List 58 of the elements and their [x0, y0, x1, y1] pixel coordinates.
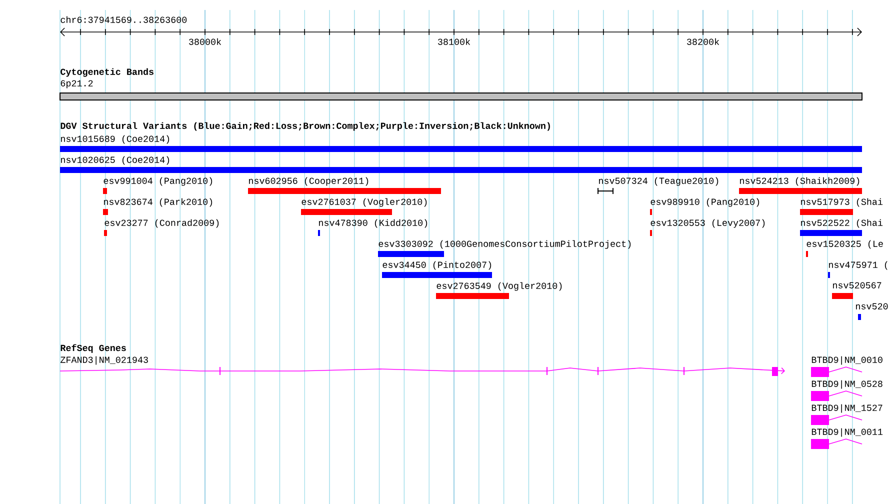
tick-label: 38100k: [438, 38, 470, 45]
variant-bar: nsv823674 (Park2010): [103, 198, 212, 215]
variant-bar: esv2763549 (Vogler2010): [436, 282, 562, 299]
node-label: nsv478390 (Kidd2010): [319, 219, 428, 228]
variant-bar: nsv507324 (Teague2010): [598, 177, 718, 194]
gene-model: BTBD9|NM_0010: [811, 356, 882, 377]
node-label: BTBD9|NM_0528: [812, 380, 882, 389]
node-label: nsv1015689 (Coe2014): [61, 135, 170, 144]
node-label: esv1320553 (Levy2007): [650, 219, 765, 228]
node-label: nsv475971 (: [829, 261, 888, 270]
variant-bar: nsv1015689 (Coe2014): [60, 135, 862, 152]
node-label: esv991004 (Pang2010): [104, 177, 212, 186]
coord-label: chr6:37941569..38263600: [60, 16, 187, 23]
variant-bar: esv989910 (Pang2010): [650, 198, 760, 215]
gene-model: ZFAND3|NM_021943: [60, 356, 785, 376]
node-label: nsv1020625 (Coe2014): [61, 156, 170, 165]
gene-model: BTBD9|NM_1527: [811, 404, 882, 425]
node-label: nsv517973 (Shai: [801, 198, 883, 207]
gene-model: BTBD9|NM_0528: [811, 380, 882, 401]
variant-bar: esv34450 (Pinto2007): [382, 261, 492, 278]
node-label: esv34450 (Pinto2007): [382, 261, 492, 270]
variant-bar: nsv1020625 (Coe2014): [60, 156, 862, 173]
variant-bar: nsv522522 (Shai: [800, 219, 883, 236]
node-label: esv2761037 (Vogler2010): [302, 198, 427, 207]
node-label: esv2763549 (Vogler2010): [436, 282, 562, 291]
variant-bar: nsv517973 (Shai: [800, 198, 883, 215]
variant-bar: nsv475971 (: [828, 261, 888, 278]
node-label: nsv520567: [833, 282, 882, 288]
track-title: Cytogenetic Bands: [60, 68, 154, 77]
variant-bar: nsv478390 (Kidd2010): [318, 219, 428, 236]
node-label: BTBD9|NM_1527: [812, 404, 882, 413]
node-label: esv23277 (Conrad2009): [104, 219, 219, 228]
variant-bar: esv23277 (Conrad2009): [104, 219, 219, 236]
node-label: esv989910 (Pang2010): [650, 198, 760, 207]
variant-bar: esv1320553 (Levy2007): [650, 219, 765, 236]
node-label: esv3303092 (1000GenomesConsortiumPilotProject): [378, 240, 631, 249]
variant-bar: esv1520325 (Le: [806, 240, 883, 257]
band-label: 6p21.2: [60, 80, 93, 88]
variant-bar: esv3303092 (1000GenomesConsortiumPilotProject): [378, 240, 631, 257]
node-label: nsv522522 (Shai: [801, 219, 883, 228]
node-label: nsv524213 (Shaikh2009): [740, 177, 860, 186]
gene-model: BTBD9|NM_0011: [811, 428, 883, 449]
node-label: nsv823674 (Park2010): [104, 198, 212, 207]
node-label: BTBD9|NM_0011: [812, 428, 883, 437]
variant-bar: nsv524213 (Shaikh2009): [739, 177, 862, 194]
variant-bar: nsv602956 (Cooper2011): [248, 177, 441, 194]
node-label: ZFAND3|NM_021943: [60, 356, 148, 365]
node-label: esv1520325 (Le: [806, 240, 883, 249]
tick-label: 38200k: [687, 38, 720, 45]
tick-label: 38000k: [189, 38, 222, 45]
variant-bar: esv2761037 (Vogler2010): [301, 198, 427, 215]
node-label: BTBD9|NM_0010: [812, 356, 882, 365]
node-label: nsv602956 (Cooper2011): [249, 177, 368, 186]
variant-bar: esv991004 (Pang2010): [103, 177, 212, 194]
node-label: nsv520: [856, 303, 888, 310]
variant-bar: nsv520567: [832, 282, 882, 299]
track-title: DGV Structural Variants (Blue:Gain;Red:Loss;Brown:Complex;Purple:Inversion;Black:Unknown): [60, 122, 550, 131]
variant-bar: nsv520: [856, 303, 888, 320]
